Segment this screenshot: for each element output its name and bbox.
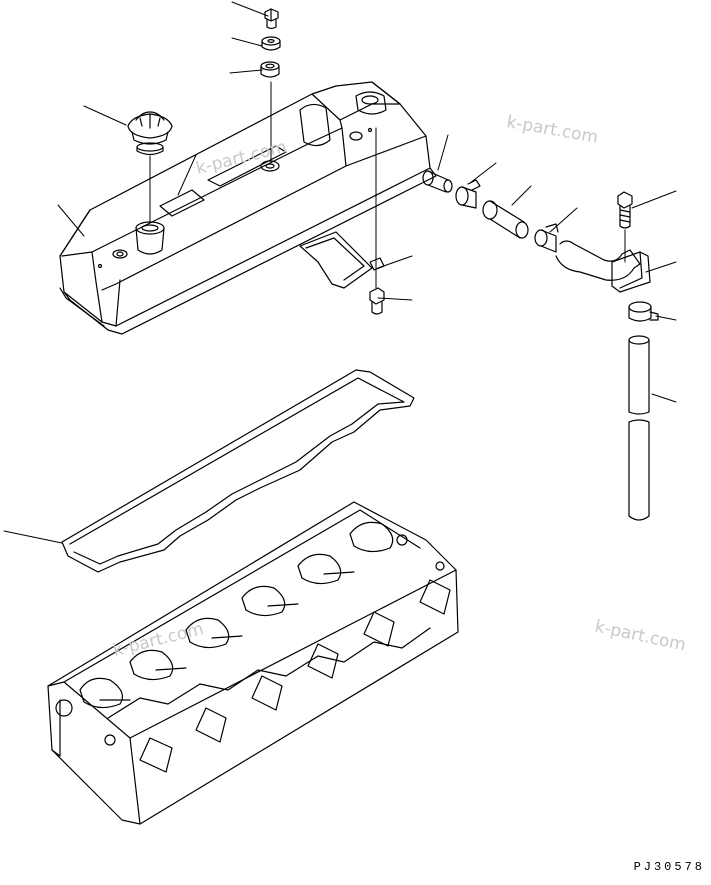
breather-pipe-elbow bbox=[556, 241, 640, 280]
drawing-code: PJ30578 bbox=[633, 860, 705, 874]
hose-clamp-3 bbox=[629, 302, 658, 321]
breather-tube bbox=[629, 336, 649, 520]
bracket-bolt bbox=[370, 288, 384, 314]
hose-clamp-2 bbox=[535, 224, 558, 252]
leader-lines bbox=[4, 2, 676, 543]
breather-bracket-bolt bbox=[618, 192, 632, 228]
bolt bbox=[265, 9, 278, 29]
washer bbox=[262, 37, 280, 50]
head-cover bbox=[60, 82, 436, 334]
breather-hose bbox=[483, 201, 528, 238]
grommet bbox=[261, 62, 279, 77]
nameplate bbox=[300, 232, 372, 288]
cylinder-head bbox=[48, 502, 458, 824]
breather-nipple bbox=[423, 171, 452, 192]
oil-filler-cap bbox=[128, 112, 172, 144]
hose-clamp bbox=[456, 180, 480, 208]
small-clip bbox=[370, 258, 384, 270]
cap-seal bbox=[137, 143, 163, 155]
head-cover-gasket bbox=[62, 370, 414, 572]
bracket bbox=[612, 252, 650, 292]
